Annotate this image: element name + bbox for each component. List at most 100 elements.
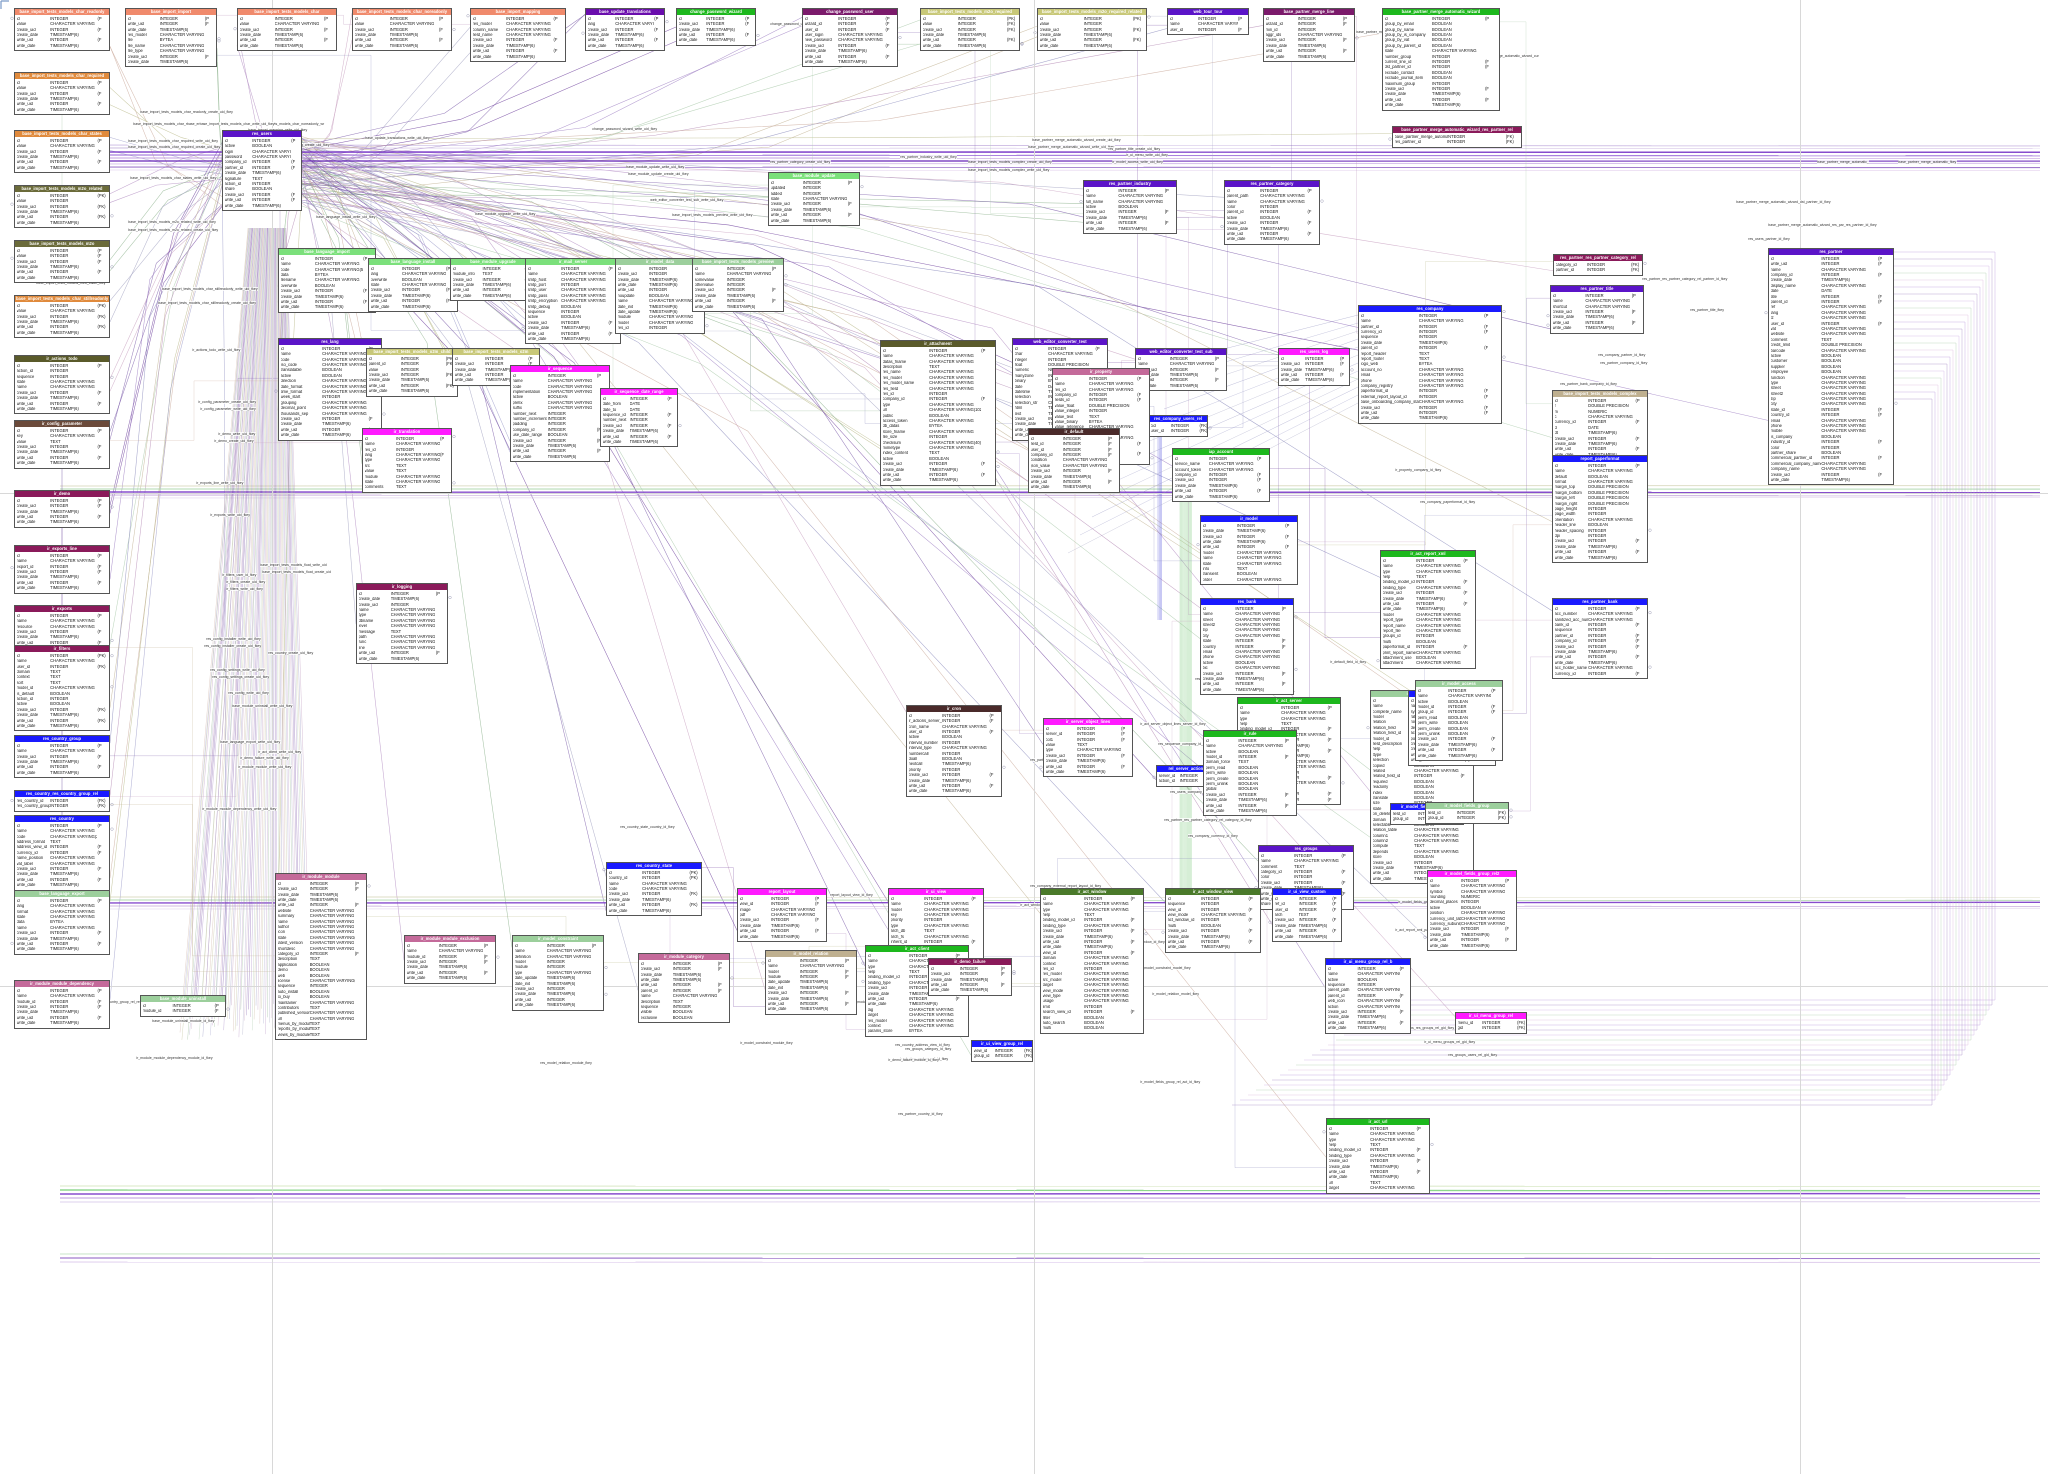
column-name: create_date — [1417, 742, 1440, 747]
column-type: CHARACTER VARYING — [50, 86, 95, 91]
entity-table-base_import_tests_models_char_stillreadonly[interactable]: base_import_tests_models_char_stillreado… — [14, 295, 110, 339]
column-key-flag: (FK) — [1631, 267, 1640, 273]
column-name: added — [770, 191, 782, 196]
entity-table-base_module_upgrade[interactable]: base_module_upgradeidINTEGER(Pmodule_inf… — [450, 258, 536, 302]
entity-table-base_partner_merge_automatic_wizard_res_partner_rel[interactable]: base_partner_merge_automatic_wizard_res_… — [1392, 126, 1522, 148]
column-key-flag: (F — [1341, 890, 1346, 896]
entity-table-base_import_tests_models_char_noreadonly[interactable]: base_import_tests_models_char_noreadonly… — [352, 8, 452, 52]
entity-table-base_import_tests_models_m2o_required_related[interactable]: base_import_tests_models_m2o_required_re… — [1037, 8, 1147, 52]
column-type: INTEGER — [615, 38, 634, 43]
column-name: rounding — [1429, 895, 1446, 900]
column-key-flag: (F — [771, 298, 776, 304]
column-type: CHARACTER VARYING — [309, 946, 355, 951]
column-key-flag: (F — [815, 917, 819, 923]
